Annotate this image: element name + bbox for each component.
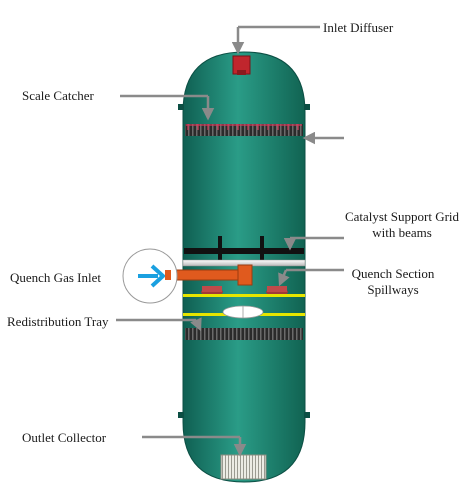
top-flange-left xyxy=(178,104,184,110)
catalyst-support-beam xyxy=(184,248,304,254)
outlet-collector xyxy=(220,454,267,480)
scale-catcher-grid xyxy=(185,124,303,136)
beam-post-left xyxy=(218,236,222,262)
label-redistribution-tray: Redistribution Tray xyxy=(7,314,109,329)
label-quench-gas-inlet: Quench Gas Inlet xyxy=(10,270,101,285)
label-spillways-line1: Quench Section xyxy=(351,266,435,281)
label-spillways-line2: Spillways xyxy=(367,282,419,297)
redistribution-tray-grid xyxy=(185,328,303,340)
label-outlet-collector: Outlet Collector xyxy=(22,430,107,445)
quench-tray-yellow-upper xyxy=(183,294,305,297)
label-scale-catcher: Scale Catcher xyxy=(22,88,94,103)
bottom-flange-left xyxy=(178,412,184,418)
scale-catcher-baskets xyxy=(186,124,302,130)
beam-post-right xyxy=(260,236,264,262)
label-inlet-diffuser: Inlet Diffuser xyxy=(323,20,394,35)
label-quench-spillways: Quench Section Spillways xyxy=(334,266,452,298)
bottom-flange-right xyxy=(304,412,310,418)
top-flange-right xyxy=(304,104,310,110)
label-catalyst-support-grid: Catalyst Support Grid with beams xyxy=(333,209,471,241)
quench-pipe-elbow xyxy=(237,264,253,286)
label-catalyst-grid-line2: with beams xyxy=(372,225,432,240)
label-catalyst-grid-line1: Catalyst Support Grid xyxy=(344,209,460,224)
